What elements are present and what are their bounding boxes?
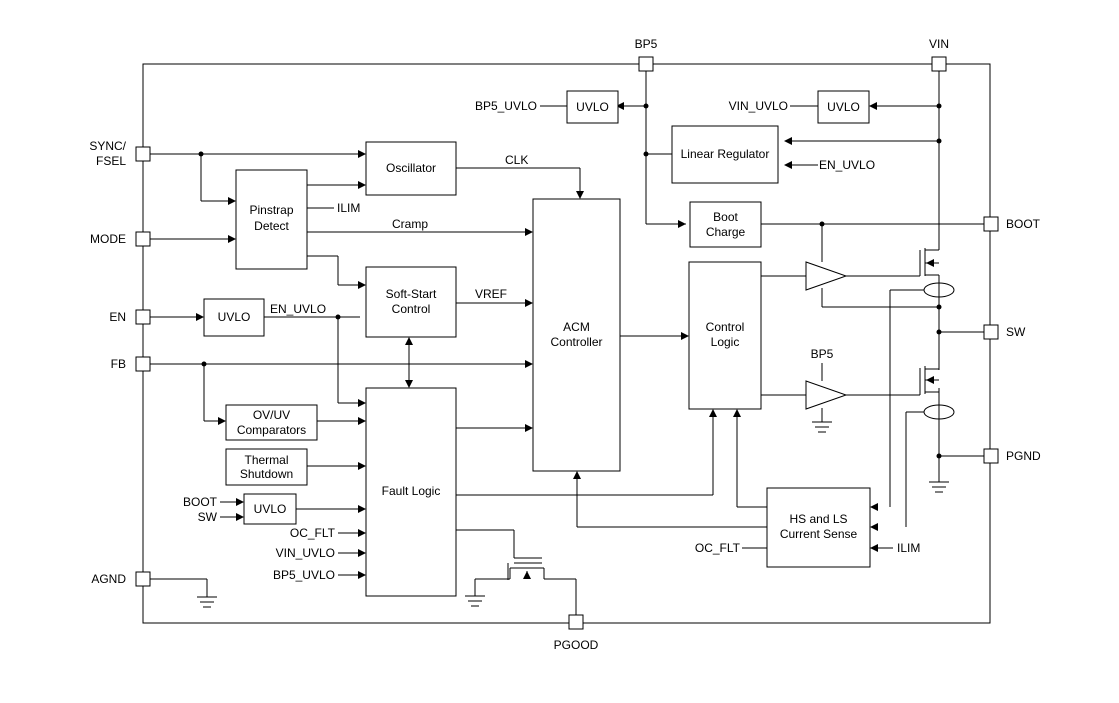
svg-text:Charge: Charge: [706, 225, 746, 239]
label-en-uvlo: EN_UVLO: [270, 302, 326, 316]
svg-text:Logic: Logic: [711, 335, 740, 349]
fault-logic-block: Fault Logic: [365, 387, 457, 597]
svg-text:HS and LS: HS and LS: [789, 512, 847, 526]
svg-text:Detect: Detect: [254, 219, 289, 233]
label-vref: VREF: [475, 287, 507, 301]
label-oc-flt-cs: OC_FLT: [695, 541, 741, 555]
label-oc-flt-fault: OC_FLT: [290, 526, 336, 540]
high-side-driver: [805, 261, 848, 291]
label-vin-uvlo: VIN_UVLO: [729, 99, 788, 113]
label-bp5-uvlo-fault: BP5_UVLO: [273, 568, 335, 582]
ground-symbol: [197, 596, 217, 608]
label-ilim-pinstrap: ILIM: [337, 201, 360, 215]
svg-text:Linear Regulator: Linear Regulator: [681, 147, 770, 161]
ground-symbol: [812, 421, 832, 433]
current-sense-block: HS and LS Current Sense: [766, 487, 871, 568]
label-en-uvlo-lr: EN_UVLO: [819, 158, 875, 172]
pinstrap-detect-block: Pinstrap Detect: [235, 169, 308, 270]
svg-text:ACM: ACM: [563, 320, 590, 334]
ovuv-comparators-block: OV/UV Comparators: [225, 404, 318, 441]
pin-boot: BOOT: [983, 216, 1041, 232]
low-side-mosfet: [919, 366, 939, 395]
svg-text:Oscillator: Oscillator: [386, 161, 436, 175]
soft-start-control-block: Soft-Start Control: [365, 266, 457, 338]
low-side-driver: [805, 380, 848, 410]
pin-sync-fsel: SYNC/ FSEL: [89, 139, 151, 168]
svg-text:UVLO: UVLO: [218, 310, 251, 324]
pin-mode: MODE: [90, 231, 151, 247]
svg-text:PGND: PGND: [1006, 449, 1041, 463]
pgood-mosfet: [510, 562, 544, 569]
thermal-shutdown-block: Thermal Shutdown: [225, 448, 308, 486]
svg-text:Controller: Controller: [550, 335, 602, 349]
svg-text:Soft-Start: Soft-Start: [386, 287, 437, 301]
svg-text:Control: Control: [392, 302, 431, 316]
boot-charge-block: Boot Charge: [689, 201, 762, 248]
vin-uvlo-block: UVLO: [817, 90, 870, 124]
svg-text:Thermal: Thermal: [244, 453, 288, 467]
svg-text:Shutdown: Shutdown: [240, 467, 293, 481]
pin-fb: FB: [111, 356, 151, 372]
svg-text:SW: SW: [1006, 325, 1026, 339]
arrowheads: [196, 102, 934, 579]
svg-text:Pinstrap: Pinstrap: [249, 203, 293, 217]
svg-text:Current Sense: Current Sense: [780, 527, 858, 541]
ground-symbol: [929, 481, 949, 493]
label-bp5-driver: BP5: [811, 347, 834, 361]
svg-text:EN: EN: [109, 310, 126, 324]
chip-outline: [142, 63, 991, 624]
svg-text:PGOOD: PGOOD: [554, 638, 599, 652]
label-cramp: Cramp: [392, 217, 428, 231]
label-clk: CLK: [505, 153, 528, 167]
svg-text:Control: Control: [706, 320, 745, 334]
bp5-uvlo-block: UVLO: [566, 90, 619, 124]
svg-text:MODE: MODE: [90, 232, 126, 246]
label-ilim-cs: ILIM: [897, 541, 920, 555]
svg-text:OV/UV: OV/UV: [253, 408, 290, 422]
junction-dots: [198, 103, 942, 459]
label-boot-in: BOOT: [183, 495, 218, 509]
label-bp5-uvlo: BP5_UVLO: [475, 99, 537, 113]
svg-text:SYNC/: SYNC/: [89, 139, 126, 153]
svg-text:FB: FB: [111, 357, 126, 371]
pin-bp5: BP5: [635, 37, 658, 72]
acm-controller-block: ACM Controller: [532, 198, 621, 472]
pin-pgnd: PGND: [983, 448, 1041, 464]
svg-text:UVLO: UVLO: [827, 100, 860, 114]
svg-text:UVLO: UVLO: [576, 100, 609, 114]
pin-pgood: PGOOD: [554, 614, 599, 652]
oscillator-block: Oscillator: [365, 141, 457, 196]
ground-symbol: [465, 595, 485, 607]
en-uvlo-block: UVLO: [203, 298, 265, 337]
svg-text:BOOT: BOOT: [1006, 217, 1041, 231]
boot-sw-uvlo-block: UVLO: [243, 493, 297, 525]
linear-regulator-block: Linear Regulator: [671, 125, 779, 184]
pin-sw: SW: [983, 324, 1026, 340]
svg-text:VIN: VIN: [929, 37, 949, 51]
svg-text:UVLO: UVLO: [254, 502, 287, 516]
pin-vin: VIN: [929, 37, 949, 72]
svg-text:FSEL: FSEL: [96, 154, 126, 168]
hs-current-sense-ring: [923, 282, 955, 298]
ls-current-sense-ring: [923, 404, 955, 420]
pin-agnd: AGND: [91, 571, 151, 587]
label-sw-in: SW: [198, 510, 218, 524]
svg-text:Boot: Boot: [713, 210, 738, 224]
svg-text:Comparators: Comparators: [237, 423, 306, 437]
high-side-mosfet: [919, 248, 939, 276]
svg-text:BP5: BP5: [635, 37, 658, 51]
svg-text:AGND: AGND: [91, 572, 126, 586]
control-logic-block: Control Logic: [688, 261, 762, 410]
svg-text:Fault Logic: Fault Logic: [382, 484, 441, 498]
pin-en: EN: [109, 309, 151, 325]
label-vin-uvlo-fault: VIN_UVLO: [276, 546, 335, 560]
